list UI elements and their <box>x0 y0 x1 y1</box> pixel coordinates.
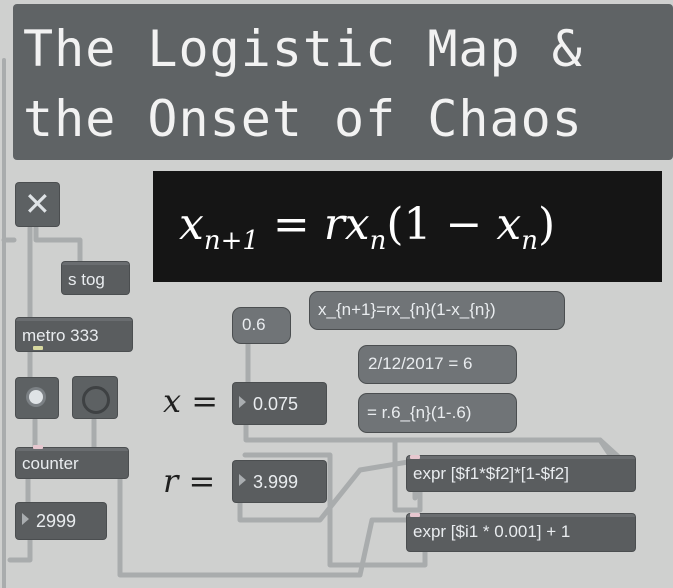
bang-icon <box>29 390 43 404</box>
title-line-1: The Logistic Map & <box>23 20 583 78</box>
number-triangle-icon <box>22 513 29 525</box>
counter-number-box[interactable]: 2999 <box>16 503 106 539</box>
send-tog-object[interactable]: s tog <box>62 262 129 294</box>
number-triangle-icon <box>239 474 246 486</box>
bang-button[interactable] <box>16 378 58 418</box>
message-0-6[interactable]: 0.6 <box>233 308 290 343</box>
number-triangle-icon <box>239 396 246 408</box>
expr-scale-inlet <box>410 513 420 517</box>
r-label: r = <box>163 462 216 500</box>
message-r6[interactable]: = r.6_{n}(1-.6) <box>359 394 516 432</box>
r-number-box[interactable]: 3.999 <box>233 461 326 502</box>
formula-text: xn+1 = rxn(1 − xn) <box>179 199 556 256</box>
x-label: x = <box>163 382 219 420</box>
counter-object[interactable]: counter <box>16 448 128 478</box>
x-number-box[interactable]: 0.075 <box>233 383 326 424</box>
message-formula[interactable]: x_{n+1}=rx_{n}(1-x_{n}) <box>310 292 564 329</box>
toggle[interactable]: ✕ <box>16 183 59 226</box>
toggle-x-icon: ✕ <box>24 186 51 222</box>
title-comment: The Logistic Map & the Onset of Chaos <box>13 4 673 160</box>
expr-logistic-inlet <box>410 455 420 459</box>
title-line-2: the Onset of Chaos <box>23 90 583 148</box>
message-date[interactable]: 2/12/2017 = 6 <box>359 346 516 383</box>
counter-inlet <box>33 445 43 449</box>
expr-logistic[interactable]: expr [$f1*$f2]*[1-$f2] <box>407 456 635 491</box>
metro-outlet <box>33 346 43 350</box>
formula-panel: xn+1 = rxn(1 − xn) <box>153 171 662 282</box>
dial-control[interactable] <box>73 377 117 418</box>
expr-scale[interactable]: expr [$i1 * 0.001] + 1 <box>407 514 635 551</box>
metro-object[interactable]: metro 333 <box>16 318 132 351</box>
dial-icon <box>82 386 110 414</box>
